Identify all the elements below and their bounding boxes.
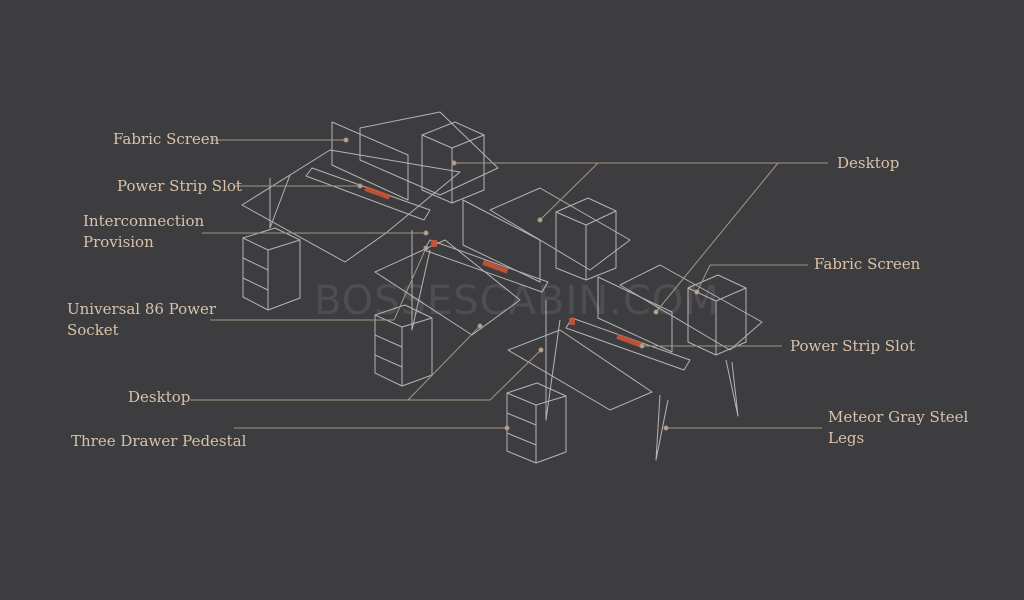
label-interconnection-line-2: Provision xyxy=(83,233,154,251)
pedestal-5 xyxy=(555,197,617,281)
desktop-top-3 xyxy=(507,329,653,411)
label-desktop-right: Desktop xyxy=(837,154,900,172)
label-socket-line-1: Universal 86 Power xyxy=(67,300,217,318)
frame-leg-5 xyxy=(725,359,739,417)
power-tray-3 xyxy=(565,317,691,371)
fabric-screen-2 xyxy=(462,199,541,283)
desktop-top-1 xyxy=(241,149,461,263)
label-meteor-gray-steel-legs: Meteor Gray Steel Legs xyxy=(828,407,968,449)
fabric-screen-3 xyxy=(597,276,673,353)
power-strip-3 xyxy=(616,334,643,348)
label-universal-power-socket: Universal 86 Power Socket xyxy=(67,299,216,341)
fabric-screen-1 xyxy=(331,121,409,201)
desktop-top-2 xyxy=(374,239,521,336)
desktop-top-2b xyxy=(489,187,631,271)
power-tray-1 xyxy=(305,167,431,221)
label-socket-line-2: Socket xyxy=(67,321,119,339)
power-strip-2 xyxy=(482,260,509,274)
desktop-top-1b xyxy=(359,111,499,196)
label-desktop-left: Desktop xyxy=(128,388,191,406)
label-fabric-screen-left: Fabric Screen xyxy=(113,130,220,148)
frame-leg-1 xyxy=(269,174,291,229)
label-fabric-screen-right: Fabric Screen xyxy=(814,255,921,273)
frame-leg-4 xyxy=(655,394,669,461)
power-strip-1 xyxy=(364,186,391,200)
label-legs-line-1: Meteor Gray Steel xyxy=(828,408,969,426)
label-interconnection-provision: Interconnection Provision xyxy=(83,211,204,253)
pedestal-1 xyxy=(242,227,301,311)
watermark-text: BOSSESCABIN.COM xyxy=(314,278,720,324)
pedestal-3 xyxy=(506,382,567,464)
label-three-drawer-pedestal: Three Drawer Pedestal xyxy=(71,432,247,450)
desktop-top-3b xyxy=(619,264,763,351)
label-power-strip-slot-left: Power Strip Slot xyxy=(117,177,242,195)
frame-leg-2 xyxy=(411,230,431,331)
label-power-strip-slot-right: Power Strip Slot xyxy=(790,337,915,355)
label-legs-line-2: Legs xyxy=(828,429,865,447)
frame-leg-3 xyxy=(545,300,561,421)
label-interconnection-line-1: Interconnection xyxy=(83,212,205,230)
pedestal-4 xyxy=(421,121,485,204)
power-socket-1 xyxy=(431,240,437,247)
power-socket-2 xyxy=(569,318,575,325)
